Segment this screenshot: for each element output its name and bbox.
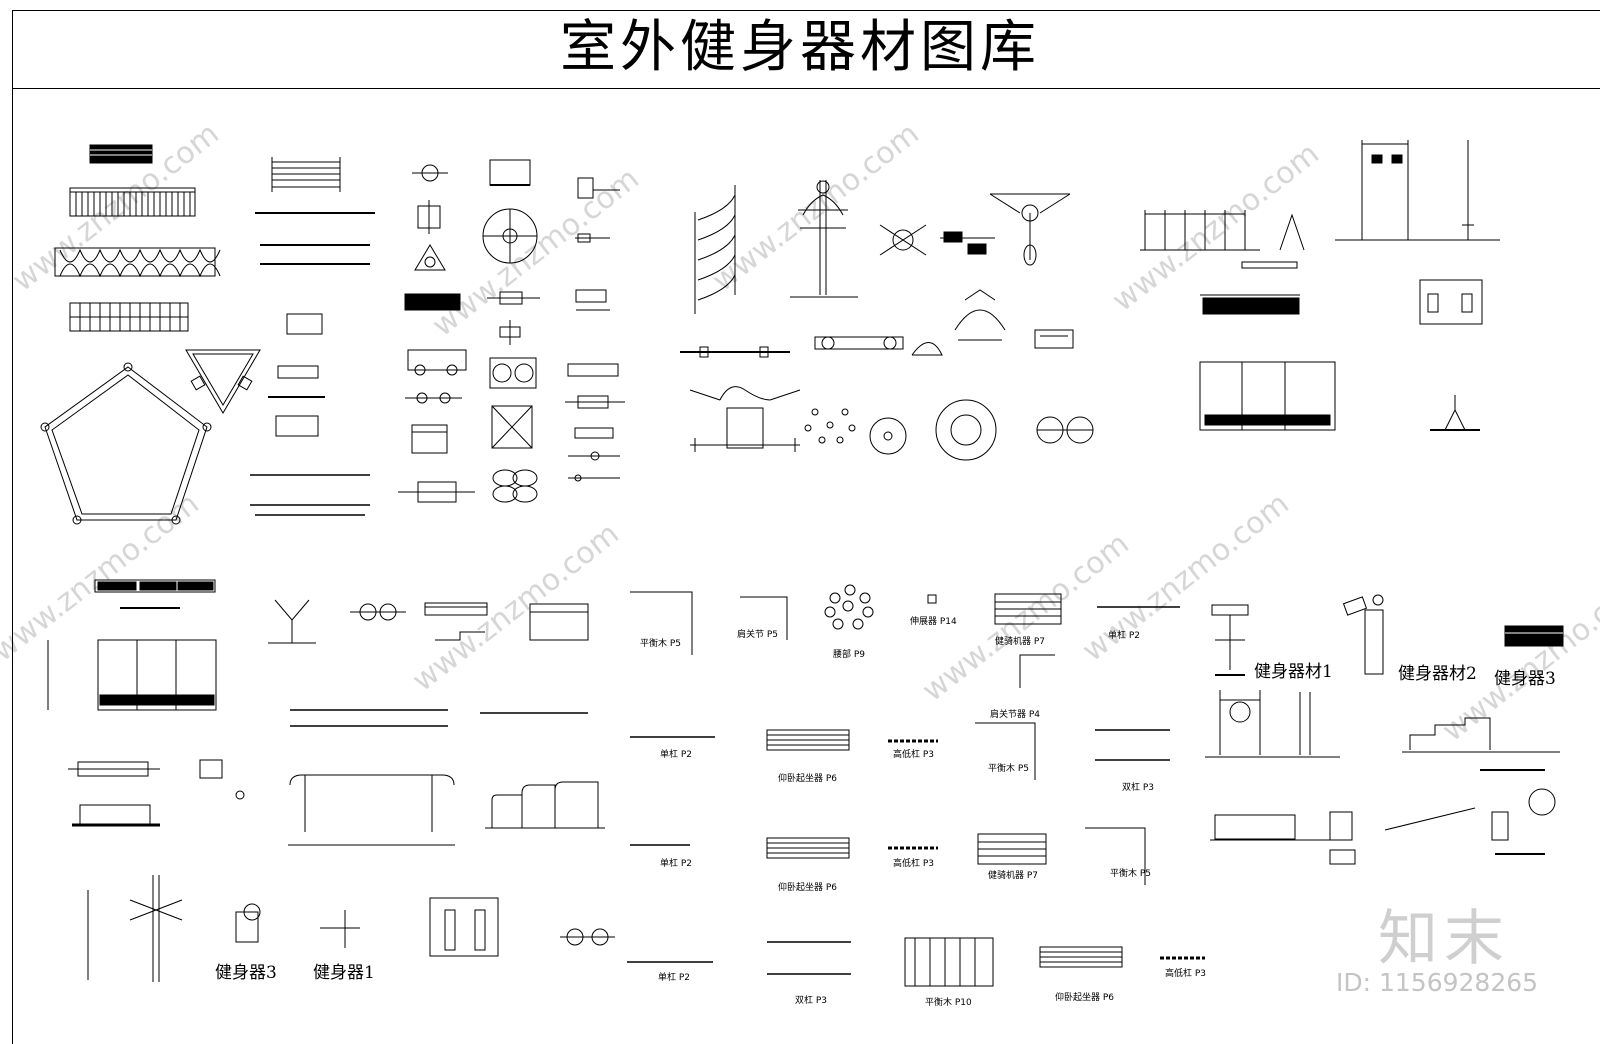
small-equipment xyxy=(236,904,360,948)
plan-label: 高低杠 P3 xyxy=(1165,969,1207,979)
stepper-stations xyxy=(805,290,1093,460)
horizontal-ladder-plan xyxy=(70,303,188,331)
bench-side-views xyxy=(425,603,588,640)
plan-label: 高低杠 P3 xyxy=(893,750,935,760)
bar-plans xyxy=(250,213,375,515)
fence-elevation xyxy=(70,188,195,216)
plan-label: 高低杠 P3 xyxy=(893,859,935,869)
plan-label: 双杠 P3 xyxy=(1122,783,1155,793)
plan-label: 伸展器 P14 xyxy=(910,617,957,627)
title-divider xyxy=(12,88,1600,89)
equipment-label: 健身器1 xyxy=(313,963,375,983)
pole-detail xyxy=(88,875,182,982)
plan-label: 平衡木 P5 xyxy=(988,764,1030,774)
plan-label: 单杠 P2 xyxy=(658,973,691,983)
plan-symbols-lower xyxy=(627,585,1205,986)
plan-label: 平衡木 P5 xyxy=(1110,869,1152,879)
bench-plan xyxy=(272,157,340,192)
roller-detail xyxy=(68,760,244,825)
equipment-label: 健身器材2 xyxy=(1398,664,1477,684)
plan-label: 平衡木 P5 xyxy=(640,639,682,649)
plan-label: 双杠 P3 xyxy=(795,996,828,1006)
plan-label: 单杠 P2 xyxy=(660,859,693,869)
station-symbols xyxy=(398,160,625,502)
rotating-stations xyxy=(880,194,1070,265)
equipment-label: 健身器3 xyxy=(215,963,277,983)
plan-label: 单杠 P2 xyxy=(660,750,693,760)
chest-press-elevation xyxy=(690,387,800,452)
triangle-station xyxy=(186,350,260,413)
plan-label: 肩关节器 P4 xyxy=(990,710,1041,720)
equipment-elevations xyxy=(1205,595,1563,864)
frame-elevation-lower xyxy=(48,640,216,710)
climbing-ladder xyxy=(680,185,790,357)
parallel-bars-elevation xyxy=(1140,210,1304,268)
step-platforms xyxy=(485,782,605,828)
plan-label: 肩关节 P5 xyxy=(737,630,779,640)
plan-label: 腰部 P9 xyxy=(833,650,866,660)
plan-label: 平衡木 P10 xyxy=(925,998,972,1008)
seat-row-plan xyxy=(95,580,215,608)
drawing-frame xyxy=(12,10,1600,1044)
image-id: ID: 1156928265 xyxy=(1336,968,1539,997)
plan-label: 仰卧起坐器 P6 xyxy=(1055,993,1115,1003)
pullup-frame xyxy=(1335,140,1500,240)
pole-station xyxy=(790,180,858,297)
plan-label: 健骑机器 P7 xyxy=(988,871,1039,881)
balance-beam-lower xyxy=(288,710,588,845)
plan-label: 仰卧起坐器 P6 xyxy=(778,774,838,784)
plan-label: 单杠 P2 xyxy=(1108,631,1141,641)
plan-label: 健骑机器 P7 xyxy=(995,637,1046,647)
seated-stations-right xyxy=(1200,280,1482,430)
equipment-label: 健身器3 xyxy=(1494,669,1556,689)
brand-logo: 知末 xyxy=(1378,904,1510,974)
y-post-detail xyxy=(268,600,406,643)
page-title: 室外健身器材图库 xyxy=(560,15,1040,80)
stepper-lower xyxy=(430,898,615,956)
bench-elevation-top xyxy=(90,145,152,163)
plan-label: 仰卧起坐器 P6 xyxy=(778,883,838,893)
arched-railing xyxy=(55,248,220,276)
equipment-label: 健身器材1 xyxy=(1254,662,1333,682)
pentagon-track xyxy=(41,363,211,524)
